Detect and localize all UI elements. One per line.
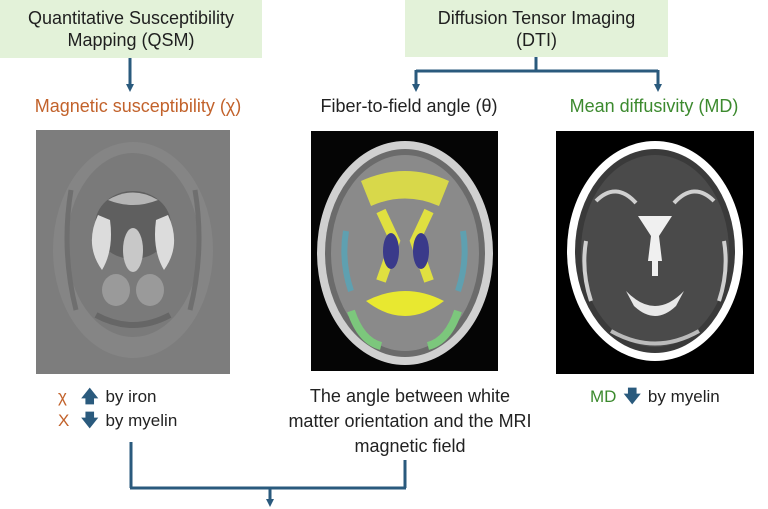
down-arrow-icon: 🡇 (80, 411, 99, 430)
down-arrow-icon: 🡇 (623, 387, 641, 406)
dti-box-line1: Diffusion Tensor Imaging (437, 7, 636, 28)
up-arrow-icon: 🡅 (80, 387, 99, 406)
iron-note: χ 🡅 by iron (58, 386, 157, 408)
md-symbol: MD (590, 387, 617, 406)
x-symbol: X (58, 411, 70, 430)
fiber-angle-brain-image (311, 131, 498, 371)
dti-box-line2: (DTI) (516, 29, 557, 50)
chi-symbol: χ (58, 387, 67, 406)
qsm-box: Quantitative Susceptibility Mapping (QSM… (0, 0, 262, 58)
angle-description: The angle between white matter orientati… (288, 386, 532, 456)
dti-box: Diffusion Tensor Imaging (DTI) (405, 0, 668, 57)
iron-note-text: by iron (105, 387, 157, 406)
susceptibility-label: Magnetic susceptibility (χ) (34, 96, 242, 116)
md-note-text: by myelin (647, 387, 720, 406)
qsm-box-line1: Quantitative Susceptibility (27, 8, 235, 28)
md-note: MD 🡇 by myelin (590, 386, 720, 408)
myelin-note: X 🡇 by myelin (58, 410, 177, 432)
md-brain-image (556, 131, 754, 374)
myelin-note-text: by myelin (105, 411, 178, 430)
qsm-brain-image (36, 130, 230, 374)
angle-label: Fiber-to-field angle (θ) (320, 96, 498, 116)
md-label: Mean diffusivity (MD) (569, 96, 739, 116)
qsm-box-line2: Mapping (QSM) (67, 30, 195, 50)
